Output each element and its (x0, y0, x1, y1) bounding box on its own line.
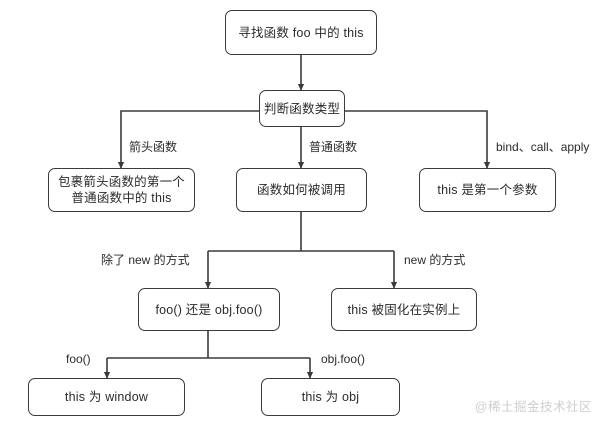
node-wrapping-fn[interactable]: 包裹箭头函数的第一个 普通函数中的 this (48, 168, 195, 212)
edge-label-except-new-text: 除了 new 的方式 (101, 253, 190, 267)
edge-label-normal-function: 普通函数 (309, 140, 357, 154)
node-this-window[interactable]: this 为 window (28, 378, 185, 416)
edge-label-arrow-function-text: 箭头函数 (129, 140, 178, 154)
node-foo-or-objfoo[interactable]: foo() 还是 obj.foo() (138, 288, 280, 331)
node-fixed-instance-label: this 被固化在实例上 (347, 302, 461, 317)
edge-label-call-foo: foo() (66, 352, 91, 366)
node-how-called[interactable]: 函数如何被调用 (236, 168, 367, 212)
node-this-obj[interactable]: this 为 obj (261, 378, 400, 416)
edge-judge-type-to-wrapping-fn (117, 110, 259, 169)
edge-label-arrow-function: 箭头函数 (129, 140, 177, 154)
node-how-called-label: 函数如何被调用 (257, 183, 346, 197)
edge-label-call-foo-text: foo() (66, 352, 91, 366)
watermark: @稀土掘金技术社区 (474, 400, 592, 414)
node-this-obj-label: this 为 obj (301, 390, 360, 404)
edge-label-except-new: 除了 new 的方式 (101, 253, 190, 267)
node-fixed-instance[interactable]: this 被固化在实例上 (331, 288, 477, 331)
node-this-first-arg[interactable]: this 是第一个参数 (419, 168, 556, 212)
node-wrapping-fn-label: 包裹箭头函数的第一个 普通函数中的 this (57, 175, 185, 205)
node-this-window-label: this 为 window (64, 390, 149, 404)
node-find-this[interactable]: 寻找函数 foo 中的 this (225, 10, 377, 55)
edge-judge-type-to-this-first-arg (345, 110, 491, 169)
node-judge-type-label: 判断函数类型 (263, 101, 341, 116)
edge-label-bind-call-apply: bind、call、apply (496, 140, 589, 154)
node-foo-or-objfoo-label: foo() 还是 obj.foo() (155, 302, 263, 317)
edge-label-new-way-text: new 的方式 (404, 253, 466, 267)
edge-label-call-obj-foo-text: obj.foo() (321, 352, 366, 366)
node-this-first-arg-label: this 是第一个参数 (437, 183, 538, 197)
edge-label-normal-function-text: 普通函数 (309, 140, 358, 154)
node-find-this-label: 寻找函数 foo 中的 this (238, 25, 364, 40)
edge-label-new-way: new 的方式 (404, 253, 465, 267)
node-judge-type[interactable]: 判断函数类型 (259, 90, 345, 127)
edge-label-call-obj-foo: obj.foo() (321, 352, 365, 366)
edge-label-bind-call-apply-text: bind、call、apply (496, 140, 590, 154)
